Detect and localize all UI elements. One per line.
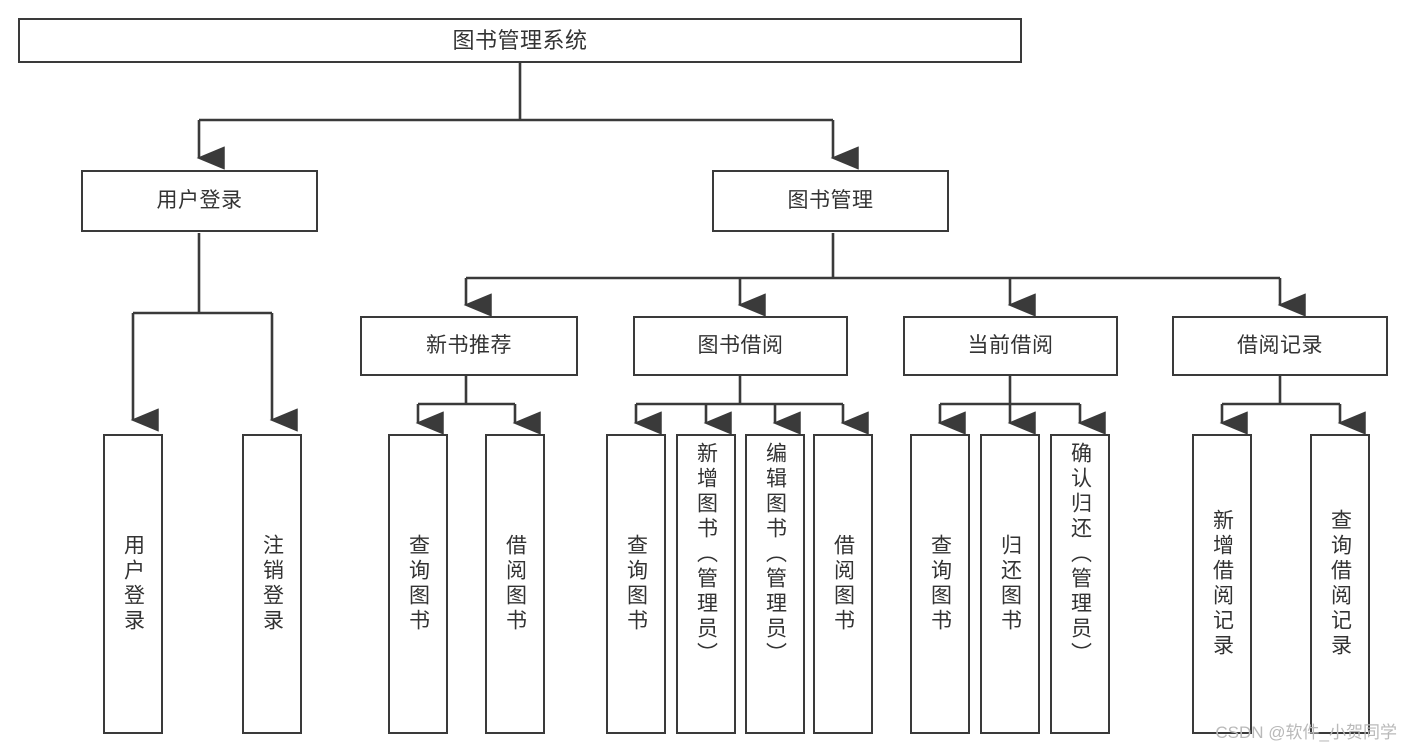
node-current-borrow-label: 当前借阅: [967, 333, 1054, 357]
node-leaf-add-record-label: 新增借阅记录: [1210, 509, 1234, 659]
node-leaf-add-book[interactable]: 新增图书（管理员）: [676, 434, 736, 734]
node-leaf-edit-book[interactable]: 编辑图书（管理员）: [745, 434, 805, 734]
node-leaf-query-book-1-label: 查询图书: [406, 534, 430, 634]
node-leaf-query-record-label: 查询借阅记录: [1328, 509, 1352, 659]
node-root-label: 图书管理系统: [452, 27, 588, 53]
node-leaf-borrow-book-2-label: 借阅图书: [831, 534, 855, 634]
node-leaf-query-book-2-label: 查询图书: [624, 534, 648, 634]
node-new-book-recommend[interactable]: 新书推荐: [360, 316, 578, 376]
node-leaf-query-book-3[interactable]: 查询图书: [910, 434, 970, 734]
node-leaf-query-book-2[interactable]: 查询图书: [606, 434, 666, 734]
node-leaf-confirm-return[interactable]: 确认归还（管理员）: [1050, 434, 1110, 734]
node-leaf-return-book-label: 归还图书: [998, 534, 1022, 634]
node-borrow-record[interactable]: 借阅记录: [1172, 316, 1388, 376]
node-root[interactable]: 图书管理系统: [18, 18, 1022, 63]
node-book-borrow-label: 图书借阅: [697, 333, 784, 357]
node-leaf-confirm-return-label: 确认归还（管理员）: [1068, 442, 1092, 667]
node-leaf-user-logout-label: 注销登录: [260, 534, 284, 634]
node-leaf-edit-book-label: 编辑图书（管理员）: [763, 442, 787, 667]
node-leaf-borrow-book-2[interactable]: 借阅图书: [813, 434, 873, 734]
node-new-book-recommend-label: 新书推荐: [426, 333, 512, 357]
node-leaf-add-record[interactable]: 新增借阅记录: [1192, 434, 1252, 734]
node-book-manage-label: 图书管理: [787, 188, 874, 212]
node-borrow-record-label: 借阅记录: [1237, 333, 1323, 357]
watermark: CSDN @软件_小贺同学: [1215, 723, 1397, 742]
node-leaf-borrow-book-1-label: 借阅图书: [503, 534, 527, 634]
node-leaf-user-login[interactable]: 用户登录: [103, 434, 163, 734]
node-user-login[interactable]: 用户登录: [81, 170, 318, 232]
node-leaf-add-book-label: 新增图书（管理员）: [694, 442, 718, 667]
node-leaf-query-book-1[interactable]: 查询图书: [388, 434, 448, 734]
node-leaf-return-book[interactable]: 归还图书: [980, 434, 1040, 734]
node-leaf-query-book-3-label: 查询图书: [928, 534, 952, 634]
node-leaf-query-record[interactable]: 查询借阅记录: [1310, 434, 1370, 734]
node-book-borrow[interactable]: 图书借阅: [633, 316, 848, 376]
node-leaf-borrow-book-1[interactable]: 借阅图书: [485, 434, 545, 734]
node-current-borrow[interactable]: 当前借阅: [903, 316, 1118, 376]
node-user-login-label: 用户登录: [156, 188, 243, 212]
node-book-manage[interactable]: 图书管理: [712, 170, 949, 232]
node-leaf-user-logout[interactable]: 注销登录: [242, 434, 302, 734]
node-leaf-user-login-label: 用户登录: [121, 534, 145, 634]
